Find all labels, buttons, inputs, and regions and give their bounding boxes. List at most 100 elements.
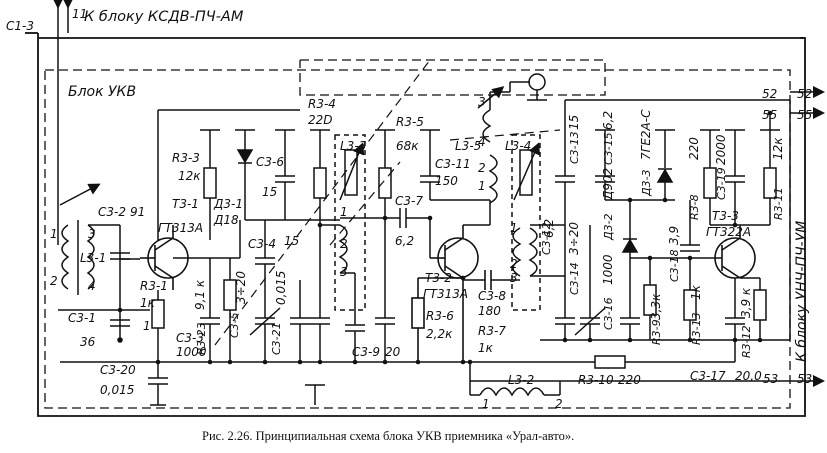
label-c3-12v: 6,2 bbox=[542, 219, 556, 238]
label-l34-2: 2 bbox=[510, 257, 518, 271]
label-c3-3v: 1000 bbox=[176, 345, 207, 359]
label-c1-3: C1-3 bbox=[6, 19, 34, 33]
transistor-t3-2 bbox=[411, 224, 520, 362]
stage1-parts bbox=[60, 109, 470, 406]
label-d3-3t: 7ГЕ2А-С bbox=[639, 109, 653, 160]
label-c3-4: C3-4 bbox=[248, 237, 276, 251]
label-t52b: 52 bbox=[797, 87, 812, 101]
label-c3-11: C3-11 bbox=[435, 157, 471, 171]
label-c3-21: C3-21 bbox=[270, 322, 283, 355]
label-r3-4: R3-4 bbox=[308, 97, 336, 111]
label-c3-14v: 3÷20 bbox=[567, 222, 581, 255]
label-t52a: 52 bbox=[762, 87, 777, 101]
label-t3-1: T3-1 bbox=[172, 197, 199, 211]
label-c3-5v: 3÷20 bbox=[234, 271, 248, 304]
label-c3-8v: 180 bbox=[478, 304, 501, 318]
label-l33-2: 2 bbox=[340, 237, 348, 251]
top-label: К блоку КСДВ-ПЧ-АМ bbox=[84, 9, 244, 25]
label-r3-13: R3-13 bbox=[690, 312, 703, 345]
label-l34-1: 1 bbox=[510, 221, 518, 235]
label-r3-13v: 1к bbox=[689, 284, 703, 300]
label-r3-3v: 12к bbox=[178, 169, 201, 183]
label-c3-8: C3-8 bbox=[478, 289, 506, 303]
gang-link bbox=[214, 59, 561, 346]
label-c3-16: C3-16 bbox=[602, 297, 615, 330]
label-c3-1v: 36 bbox=[80, 335, 96, 349]
label-l35-1: 1 bbox=[478, 179, 486, 193]
label-c3-3: C3-3 bbox=[176, 331, 204, 345]
label-c3-1: C3-1 bbox=[68, 311, 96, 325]
label-l31-2: 2 bbox=[50, 274, 58, 288]
label-l33-1: 1 bbox=[340, 205, 348, 219]
label-r3-23v: 9,1 к bbox=[193, 279, 207, 310]
label-r3-6: R3-6 bbox=[426, 309, 454, 323]
coil-l3-5 bbox=[477, 73, 547, 225]
figure-caption: Рис. 2.26. Принципиальная схема блока УК… bbox=[202, 429, 574, 443]
label-t3-2t: ГТ313А bbox=[423, 287, 468, 301]
label-d3-1: Д3-1 bbox=[213, 197, 243, 211]
label-r3-7v: 1к bbox=[478, 341, 494, 355]
label-l3-3: L3-3 bbox=[340, 139, 366, 153]
stage2-parts bbox=[375, 129, 490, 362]
label-r3-9: R3-9 bbox=[650, 319, 663, 345]
coil-l3-3 bbox=[320, 134, 400, 362]
label-d3-1t: Д18 bbox=[213, 213, 239, 227]
label-c3-9: C3-9 bbox=[352, 345, 380, 359]
label-l3-4: L3-4 bbox=[505, 139, 531, 153]
label-r3-11v: 12к bbox=[771, 137, 785, 160]
outer-frame bbox=[25, 32, 806, 417]
label-t3-3: T3-3 bbox=[712, 209, 739, 223]
label-c3-2: C3-2 bbox=[98, 205, 126, 219]
label-c3-16v: 1000 bbox=[601, 254, 615, 285]
label-c3-19v: 2000 bbox=[714, 134, 728, 165]
transistor-t3-3 bbox=[705, 225, 760, 279]
label-c3-15: C3-15 bbox=[602, 132, 615, 165]
label-c3-17v: 20,0 bbox=[735, 369, 762, 383]
stage3-parts bbox=[469, 99, 791, 397]
junction-dots bbox=[117, 110, 773, 365]
label-c3-18: C3-18 bbox=[668, 249, 681, 282]
label-c3-21v: 0,015 bbox=[274, 271, 288, 305]
label-l35-2: 2 bbox=[478, 161, 486, 175]
label-l32-1: 1 bbox=[482, 397, 490, 411]
label-t3-2: T3-2 bbox=[425, 271, 452, 285]
label-l3-2: L3-2 bbox=[508, 373, 534, 387]
label-l31-3: 3 bbox=[88, 227, 96, 241]
label-t3-3t: ГТ322А bbox=[706, 225, 751, 239]
label-r3-6v: 2,2к bbox=[426, 327, 453, 341]
label-d3-3: Д3-3 bbox=[640, 169, 653, 197]
label-r3-23: R3-23 bbox=[195, 322, 208, 355]
label-r3-9v: 3,3к bbox=[649, 293, 663, 320]
label-c3-13: C3-13 bbox=[568, 131, 581, 164]
label-r3-3: R3-3 bbox=[172, 151, 200, 165]
label-r3-5: R3-5 bbox=[396, 115, 424, 129]
label-l31-4: 4 bbox=[88, 279, 96, 293]
label-c3-4v: 15 bbox=[284, 234, 299, 248]
label-d3-2t: Д902 bbox=[601, 168, 615, 201]
label-c3-6: C3-6 bbox=[256, 155, 284, 169]
label-l3-1: L3-1 bbox=[80, 251, 106, 265]
label-term11: 11 bbox=[72, 7, 87, 21]
label-r3-7: R3-7 bbox=[478, 324, 506, 338]
label-c3-12: C3-12 bbox=[540, 222, 553, 255]
block-title: Блок УКВ bbox=[68, 84, 136, 100]
label-r3-8: R3-8 bbox=[688, 194, 701, 220]
label-c3-13v: 15 bbox=[567, 115, 581, 130]
label-r3-1: R3-1 bbox=[140, 279, 168, 293]
label-c3-9v: 20 bbox=[385, 345, 401, 359]
label-t55b: 55 bbox=[797, 108, 812, 122]
label-c3-20v: 0,015 bbox=[100, 383, 134, 397]
label-r3-1v: 1к bbox=[140, 296, 156, 310]
label-r3-4v: 22D bbox=[308, 113, 333, 127]
label-r3-10v: 220 bbox=[618, 373, 641, 387]
label-c3-20: C3-20 bbox=[100, 363, 136, 377]
label-c3-15v: 6,2 bbox=[601, 111, 615, 130]
label-r3-12: R3-12 bbox=[740, 325, 753, 358]
label-c3-18v: 3,9 bbox=[667, 226, 681, 245]
label-c3-6v: 15 bbox=[262, 185, 277, 199]
label-c3-2v: 91 bbox=[130, 205, 145, 219]
label-c3-19: C3-19 bbox=[715, 167, 728, 200]
